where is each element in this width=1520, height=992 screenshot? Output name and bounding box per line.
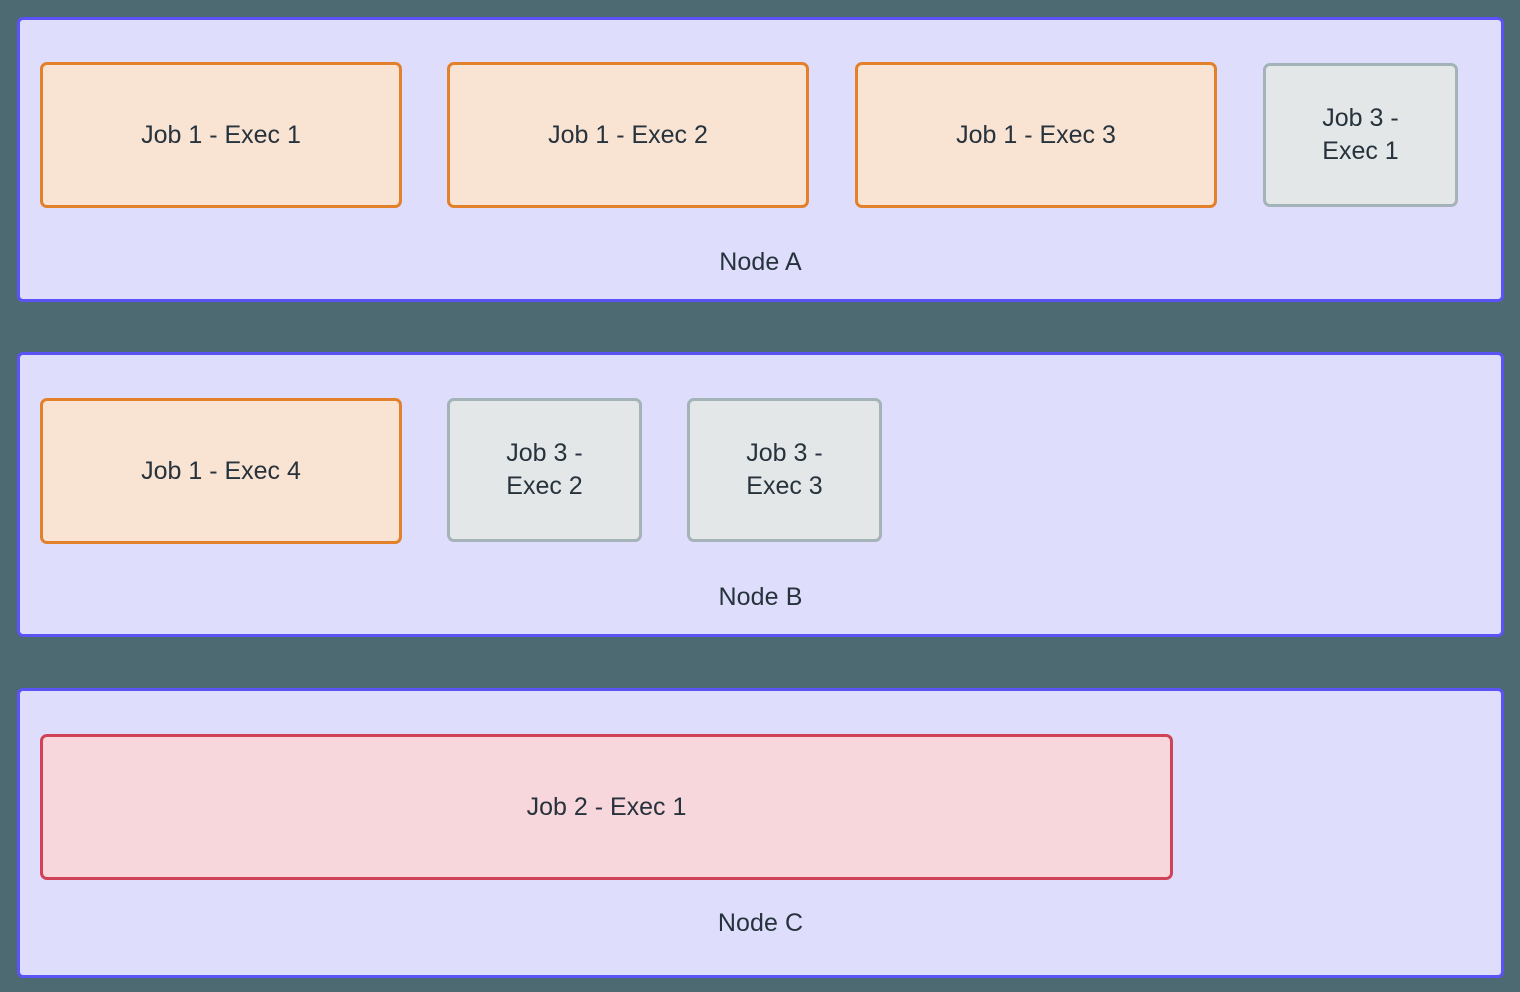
task-box-job1-exec4[interactable]: Job 1 - Exec 4	[40, 398, 402, 544]
task-box-job2-exec1[interactable]: Job 2 - Exec 1	[40, 734, 1173, 880]
task-box-job1-exec1[interactable]: Job 1 - Exec 1	[40, 62, 402, 208]
task-box-job3-exec3[interactable]: Job 3 - Exec 3	[687, 398, 882, 542]
task-box-job1-exec2[interactable]: Job 1 - Exec 2	[447, 62, 809, 208]
node-label-a: Node A	[719, 248, 802, 276]
node-label-c: Node C	[717, 909, 804, 937]
task-box-job1-exec3[interactable]: Job 1 - Exec 3	[855, 62, 1217, 208]
task-box-job3-exec1[interactable]: Job 3 - Exec 1	[1263, 63, 1458, 207]
node-container-b[interactable]: Job 1 - Exec 4 Job 3 - Exec 2 Job 3 - Ex…	[17, 352, 1504, 637]
node-container-a[interactable]: Job 1 - Exec 1 Job 1 - Exec 2 Job 1 - Ex…	[17, 17, 1504, 302]
task-box-job3-exec2[interactable]: Job 3 - Exec 2	[447, 398, 642, 542]
node-label-b: Node B	[718, 583, 803, 611]
node-container-c[interactable]: Job 2 - Exec 1 Node C	[17, 688, 1504, 978]
